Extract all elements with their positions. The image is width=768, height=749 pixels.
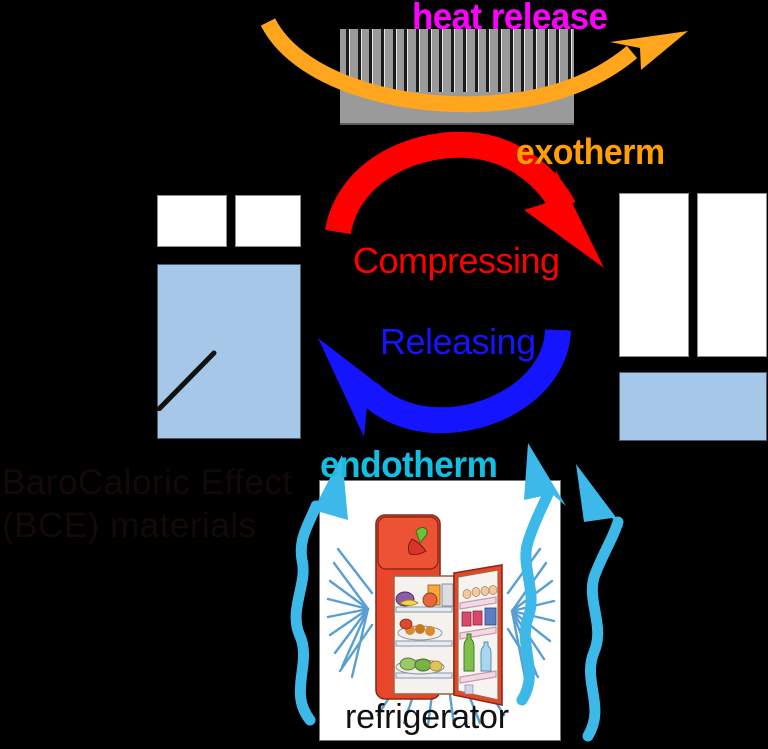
radiator-fin bbox=[427, 29, 431, 92]
exotherm-label: exotherm bbox=[516, 131, 665, 172]
radiator-fin bbox=[521, 29, 525, 92]
endotherm-label: endotherm bbox=[320, 444, 498, 485]
radiator-fin bbox=[357, 29, 361, 92]
radiator-fin bbox=[462, 29, 466, 92]
endotherm-arrow-right bbox=[576, 464, 624, 742]
bce-compressed-white-block-1 bbox=[620, 194, 688, 356]
radiator-fin bbox=[509, 29, 513, 92]
bce-expanded-white-block-2 bbox=[236, 196, 300, 246]
bce-compressed-white-block-2 bbox=[698, 194, 766, 356]
radiator-fin bbox=[346, 29, 349, 92]
radiator-fin bbox=[439, 29, 443, 92]
condenser-radiator bbox=[340, 29, 574, 125]
radiator-fin bbox=[369, 29, 373, 92]
bce-expanded-white-block-1 bbox=[158, 196, 226, 246]
radiator-fin bbox=[556, 29, 560, 92]
heat-release-label: heat release bbox=[412, 0, 608, 37]
refrigerator-caption: refrigerator bbox=[345, 698, 509, 736]
radiator-fin bbox=[497, 29, 501, 92]
radiator-fin bbox=[486, 29, 490, 92]
refrigerator-illustration: refrigerator bbox=[320, 481, 560, 740]
radiator-fin bbox=[544, 29, 548, 92]
compressing-label: Compressing bbox=[353, 240, 560, 281]
releasing-label: Releasing bbox=[380, 321, 536, 362]
radiator-fin bbox=[474, 29, 478, 92]
radiator-fin bbox=[392, 29, 396, 92]
bce-compressed-blue-block bbox=[620, 373, 766, 440]
radiator-fin bbox=[532, 29, 536, 92]
bce-materials-label: BaroCaloric Effect (BCE) materials bbox=[2, 462, 292, 547]
bce-materials-line-1: BaroCaloric Effect bbox=[2, 463, 293, 502]
radiator-fin bbox=[381, 29, 385, 92]
radiator-fin bbox=[416, 29, 420, 92]
radiator-fin bbox=[451, 29, 455, 92]
radiator-fin bbox=[568, 29, 571, 92]
radiator-fin bbox=[404, 29, 408, 92]
bce-expanded-blue-block bbox=[158, 265, 300, 438]
bce-materials-line-2: (BCE) materials bbox=[2, 505, 257, 545]
bce-expanded-crack-line bbox=[156, 350, 217, 411]
